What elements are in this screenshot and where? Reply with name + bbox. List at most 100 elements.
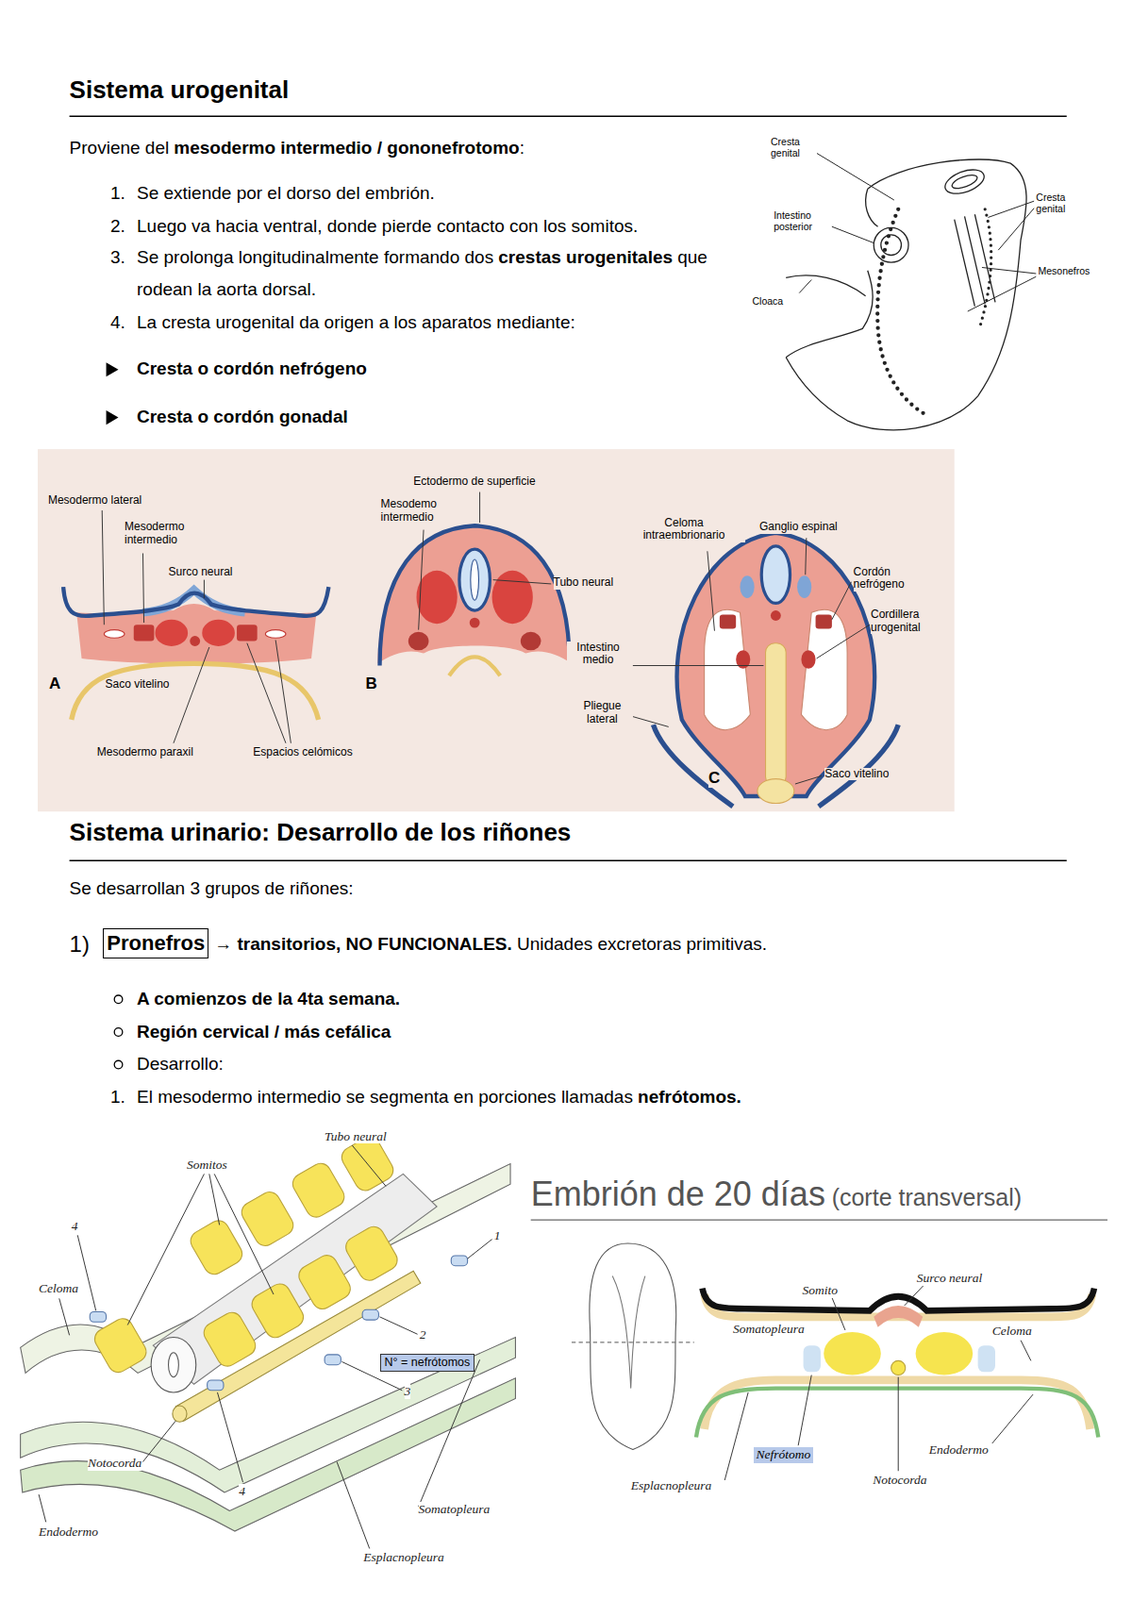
figure-label: Mesodemo intermedio: [381, 498, 458, 525]
body-text: La cresta urogenital da origen a los apa…: [136, 312, 576, 333]
somite: [186, 1216, 246, 1279]
figure-label: Saco vitelino: [824, 767, 889, 782]
figure-label: Tubo neural: [553, 576, 615, 590]
figure-label: Somito: [802, 1282, 839, 1299]
heading-rule: [69, 116, 1067, 118]
coelomic-space: [265, 630, 286, 639]
node-text: Pronefros: [106, 929, 205, 958]
figure-label: Intestino posterior: [773, 209, 831, 233]
figure-label: Mesodermo lateral: [48, 494, 142, 508]
notochord: [469, 617, 481, 629]
figure-label: Cordón nefrógeno: [853, 566, 926, 593]
somite: [342, 1222, 401, 1284]
nephrotome: [207, 1380, 224, 1391]
text-line: Embrión de 20 días(corte transversal): [531, 1173, 1022, 1218]
cross-section-figure: [571, 1243, 1099, 1481]
body-text: :: [519, 137, 525, 158]
notochord: [770, 610, 782, 621]
node-text: N° = nefrótomos: [384, 1355, 471, 1370]
somite: [201, 619, 235, 647]
embryo-inner-line: [612, 1276, 646, 1389]
figure-label: Saco vitelino: [105, 678, 170, 692]
text-line: Se prolonga longitudinalmente formando d…: [136, 241, 732, 306]
body-text: Embrión de 20 días: [531, 1174, 826, 1214]
illustration-group: [20, 116, 1108, 1549]
somite-block-figure: [20, 1132, 517, 1549]
nephrotome: [450, 1255, 467, 1266]
cloaca-outline: [785, 275, 866, 297]
somite: [295, 1251, 354, 1314]
figure-label: Celoma: [992, 1323, 1033, 1339]
list-number: 4.: [110, 306, 126, 339]
body-text: Unidades excretoras primitivas.: [516, 933, 767, 954]
figure-label: Celoma intraembrionario: [622, 516, 746, 544]
text-line: La cresta urogenital da origen a los apa…: [136, 306, 576, 339]
list-number: 1): [69, 928, 90, 961]
bullet-circle: [114, 1028, 123, 1037]
figure-label: Esplacnopleura: [631, 1478, 713, 1494]
page-heading: Sistema urogenital: [69, 74, 290, 105]
intermediate-mesoderm: [408, 632, 430, 650]
section-a: [63, 510, 329, 744]
callout-number: 3: [404, 1383, 412, 1399]
neural-groove: [873, 1305, 923, 1328]
mesoderm: [377, 525, 572, 664]
bullet-circle: [114, 995, 123, 1004]
figure-label: Somatopleura: [732, 1321, 805, 1337]
nephrotome: [89, 1311, 106, 1322]
endoderm: [449, 656, 500, 676]
figure-label: Endodermo: [38, 1524, 99, 1540]
hindgut-inner: [881, 234, 902, 256]
bullet-circle: [114, 1060, 123, 1069]
text-line: Se extiende por el dorso del embrión.: [136, 177, 435, 210]
intermediate-mesoderm: [520, 632, 542, 650]
embryo-outline: [785, 159, 1027, 431]
panel-letter: C: [708, 769, 720, 788]
midgut: [765, 643, 787, 786]
nephrotome: [803, 1345, 821, 1372]
callout-number: 1: [494, 1228, 501, 1244]
somite: [154, 619, 188, 647]
nephrotome: [978, 1345, 996, 1372]
bold-text: crestas urogenitales: [498, 247, 673, 267]
nephrotome: [362, 1309, 379, 1320]
figure-ground: [37, 449, 955, 812]
figure-label: Pliegue lateral: [571, 699, 633, 727]
notochord: [189, 635, 200, 647]
leader-line: [38, 1145, 492, 1549]
body-text: Cresta o cordón nefrógeno: [136, 352, 367, 385]
neural-tube-end: [150, 1336, 197, 1392]
body-text: Cresta o cordón gonadal: [136, 400, 349, 433]
figure-label: Somitos: [186, 1157, 228, 1173]
body-text: El mesodermo intermedio se segmenta en p…: [136, 1086, 633, 1107]
callout-number: 2: [419, 1327, 427, 1343]
callout-number: 4: [71, 1218, 79, 1234]
somite: [915, 1331, 974, 1375]
bold-text: → transitorios, NO FUNCIONALES.: [214, 933, 513, 954]
figure-label: Ectodermo de superficie: [413, 475, 535, 489]
figure-label: Celoma: [38, 1281, 79, 1297]
highlight-box: Nefrótomo: [753, 1447, 815, 1463]
figure-label: Surco neural: [916, 1270, 983, 1286]
somite: [288, 1159, 348, 1221]
spinal-ganglion: [797, 575, 812, 599]
coelom: [704, 609, 751, 730]
neural-canal: [168, 1352, 180, 1378]
figure-label: Notocorda: [872, 1472, 927, 1488]
body-text: Se desarrollan 3 grupos de riñones:: [69, 872, 354, 905]
boxed-term: Pronefros: [102, 928, 209, 959]
figure-label: Espacios celómicos: [252, 746, 352, 760]
coelom: [800, 609, 848, 730]
figure-label: Surco neural: [168, 566, 234, 580]
endoderm-layer: [696, 1388, 1099, 1438]
list-number: 2.: [110, 210, 126, 243]
figure-label: Intestino medio: [566, 641, 631, 668]
hindgut-outer: [873, 227, 909, 263]
neural-tube: [761, 546, 790, 604]
bold-text: nefrótomos.: [637, 1086, 742, 1107]
node-text: Nefrótomo: [756, 1447, 812, 1463]
coelomic-space: [103, 630, 125, 639]
nephrogenic-cord: [815, 614, 833, 629]
